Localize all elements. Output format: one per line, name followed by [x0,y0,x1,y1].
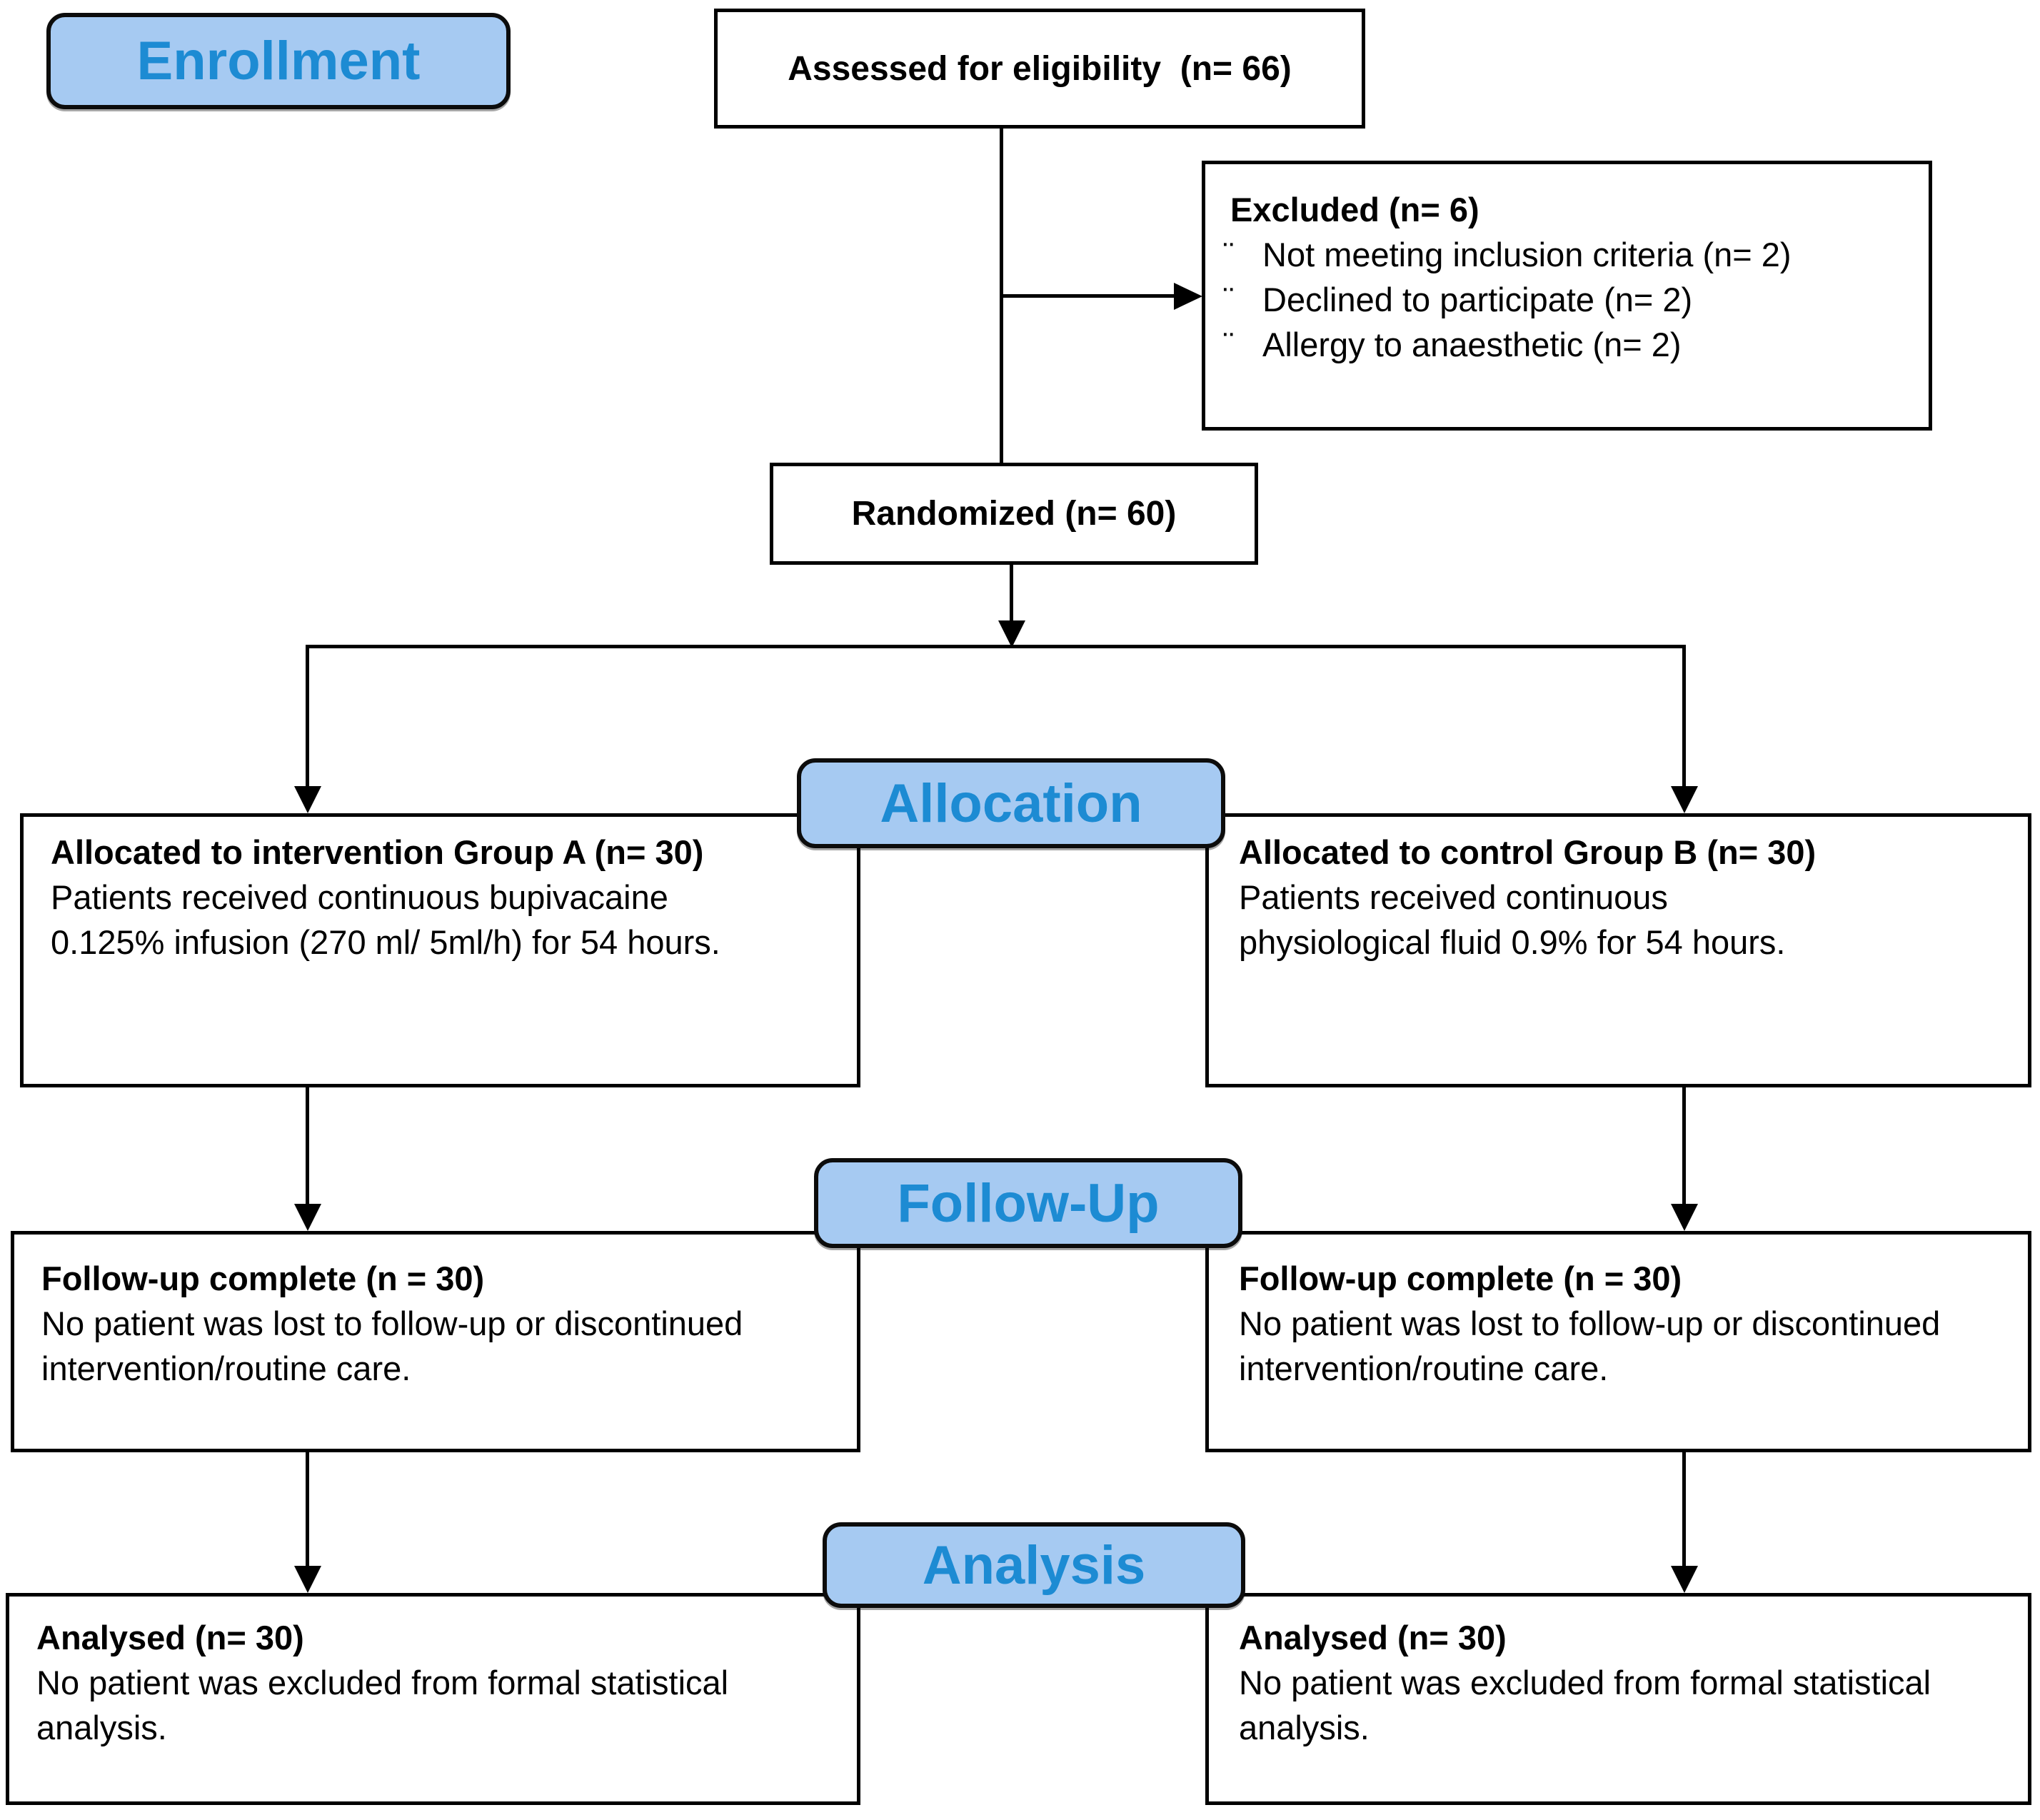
stage-label-analysis-text: Analysis [922,1534,1146,1596]
allocation-group-b-body: Patients received continuous physiologic… [1239,878,1786,961]
connector-followup-to-analysis-right [1682,1449,1686,1569]
excluded-title: Excluded (n= 6) [1230,191,1479,228]
box-followup-group-b: Follow-up complete (n = 30) No patient w… [1205,1231,2031,1452]
bullet-icon: ¨ [1223,281,1235,318]
analysis-group-b-title: Analysed (n= 30) [1239,1619,1507,1656]
stage-label-followup-text: Follow-Up [897,1172,1160,1234]
stage-label-enrollment-text: Enrollment [136,31,421,91]
connector-followup-to-analysis-left [306,1449,309,1569]
arrowhead-excluded [1174,283,1202,310]
analysis-group-a-title: Analysed (n= 30) [36,1619,304,1656]
assessed-title: Assessed for eligibility (n= 66) [788,49,1292,88]
box-allocation-group-a: Allocated to intervention Group A (n= 30… [20,813,860,1087]
box-analysis-group-b: Analysed (n= 30) No patient was excluded… [1205,1593,2031,1805]
excluded-item-text: Allergy to anaesthetic (n= 2) [1262,326,1682,363]
excluded-item: ¨ Not meeting inclusion criteria (n= 2) [1205,232,1929,277]
box-assessed: Assessed for eligibility (n= 66) [714,9,1365,129]
followup-group-b-body: No patient was lost to follow-up or disc… [1239,1304,1941,1387]
randomized-title: Randomized (n= 60) [851,495,1177,533]
excluded-item: ¨ Declined to participate (n= 2) [1205,277,1929,322]
arrowhead-allocation-left [294,786,321,813]
connector-split-right [1682,645,1686,788]
allocation-group-a-body: Patients received continuous bupivacaine… [51,878,720,961]
stage-label-followup: Follow-Up [814,1158,1242,1248]
stage-label-allocation-text: Allocation [880,773,1142,834]
box-allocation-group-b: Allocated to control Group B (n= 30) Pat… [1205,813,2031,1087]
excluded-item-text: Declined to participate (n= 2) [1262,281,1693,318]
followup-group-a-title: Follow-up complete (n = 30) [41,1260,485,1297]
box-followup-group-a: Follow-up complete (n = 30) No patient w… [11,1231,860,1452]
connector-split-left [306,645,309,788]
analysis-group-a-body: No patient was excluded from formal stat… [36,1664,729,1746]
arrowhead-analysis-right [1671,1566,1698,1593]
connector-alloc-to-followup-right [1682,1084,1686,1207]
stage-label-analysis: Analysis [823,1522,1245,1608]
connector-randomized-to-split [1010,565,1013,625]
stage-label-allocation: Allocation [797,758,1225,848]
allocation-group-b-title: Allocated to control Group B (n= 30) [1239,833,1817,871]
excluded-item: ¨ Allergy to anaesthetic (n= 2) [1205,322,1929,367]
arrowhead-followup-left [294,1204,321,1231]
box-excluded: Excluded (n= 6) ¨ Not meeting inclusion … [1202,161,1932,431]
stage-label-enrollment: Enrollment [46,13,511,109]
arrowhead-analysis-left [294,1566,321,1593]
bullet-icon: ¨ [1223,326,1235,363]
arrowhead-allocation-right [1671,786,1698,813]
excluded-item-text: Not meeting inclusion criteria (n= 2) [1262,236,1792,273]
arrowhead-followup-right [1671,1204,1698,1231]
arrowhead-split [998,620,1025,648]
bullet-icon: ¨ [1223,236,1235,273]
box-analysis-group-a: Analysed (n= 30) No patient was excluded… [6,1593,860,1805]
followup-group-a-body: No patient was lost to follow-up or disc… [41,1304,743,1387]
connector-to-excluded [1001,294,1177,298]
connector-alloc-to-followup-left [306,1084,309,1207]
followup-group-b-title: Follow-up complete (n = 30) [1239,1260,1682,1297]
analysis-group-b-body: No patient was excluded from formal stat… [1239,1664,1931,1746]
box-randomized: Randomized (n= 60) [770,463,1258,565]
allocation-group-a-title: Allocated to intervention Group A (n= 30… [51,833,704,871]
split-line [307,645,1686,648]
